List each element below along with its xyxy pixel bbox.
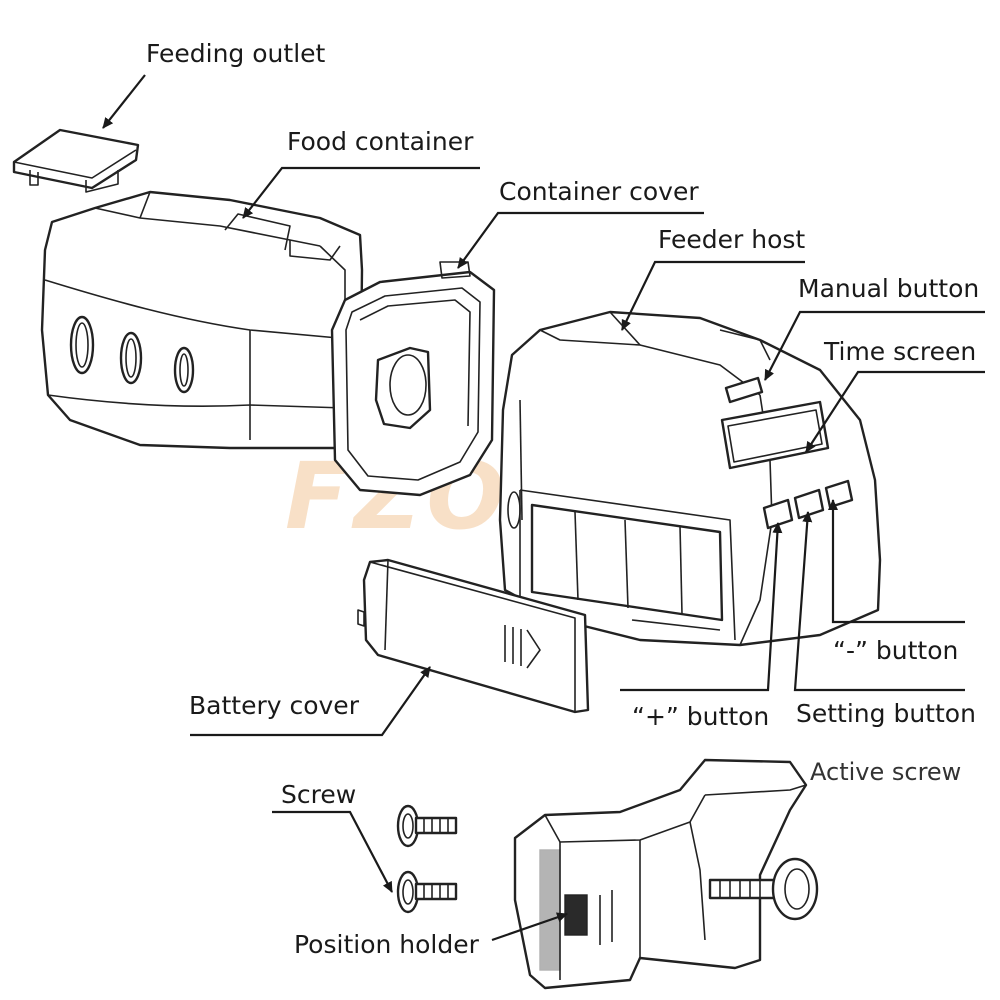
- label-position-holder: Position holder: [294, 930, 480, 959]
- screw-upper-part: [396, 804, 458, 848]
- battery-cover-part: [357, 558, 590, 714]
- label-minus-button: “-” button: [833, 636, 958, 665]
- label-manual-button: Manual button: [798, 274, 979, 303]
- leader-position-holder: [491, 912, 568, 942]
- leader-plus-button: [620, 522, 783, 692]
- label-screw: Screw: [281, 780, 356, 809]
- leader-minus-button: [828, 499, 965, 624]
- leader-manual-button: [764, 310, 985, 381]
- label-feeding-outlet: Feeding outlet: [146, 39, 326, 68]
- leader-time-screen: [805, 370, 985, 453]
- feeder-host-part: [498, 310, 882, 647]
- label-plus-button: “+” button: [632, 702, 769, 731]
- feeding-outlet-part: [12, 128, 140, 193]
- clamp-part: [513, 758, 819, 990]
- leader-container-cover: [457, 211, 704, 269]
- leader-battery-cover: [190, 666, 431, 737]
- label-food-container: Food container: [287, 127, 474, 156]
- container-cover-part: [330, 261, 496, 497]
- label-battery-cover: Battery cover: [189, 691, 360, 720]
- leader-food-container: [242, 166, 480, 219]
- leader-feeding-outlet: [102, 74, 146, 129]
- label-feeder-host: Feeder host: [658, 225, 805, 254]
- leader-setting-button: [793, 511, 965, 692]
- label-active-screw: Active screw: [810, 758, 961, 786]
- label-setting-button: Setting button: [796, 699, 976, 728]
- label-time-screen: Time screen: [823, 337, 976, 366]
- leader-screw: [272, 810, 393, 893]
- label-container-cover: Container cover: [499, 177, 699, 206]
- leader-feeder-host: [621, 260, 805, 331]
- food-container-part: [40, 190, 364, 450]
- screw-lower-part: [396, 870, 458, 914]
